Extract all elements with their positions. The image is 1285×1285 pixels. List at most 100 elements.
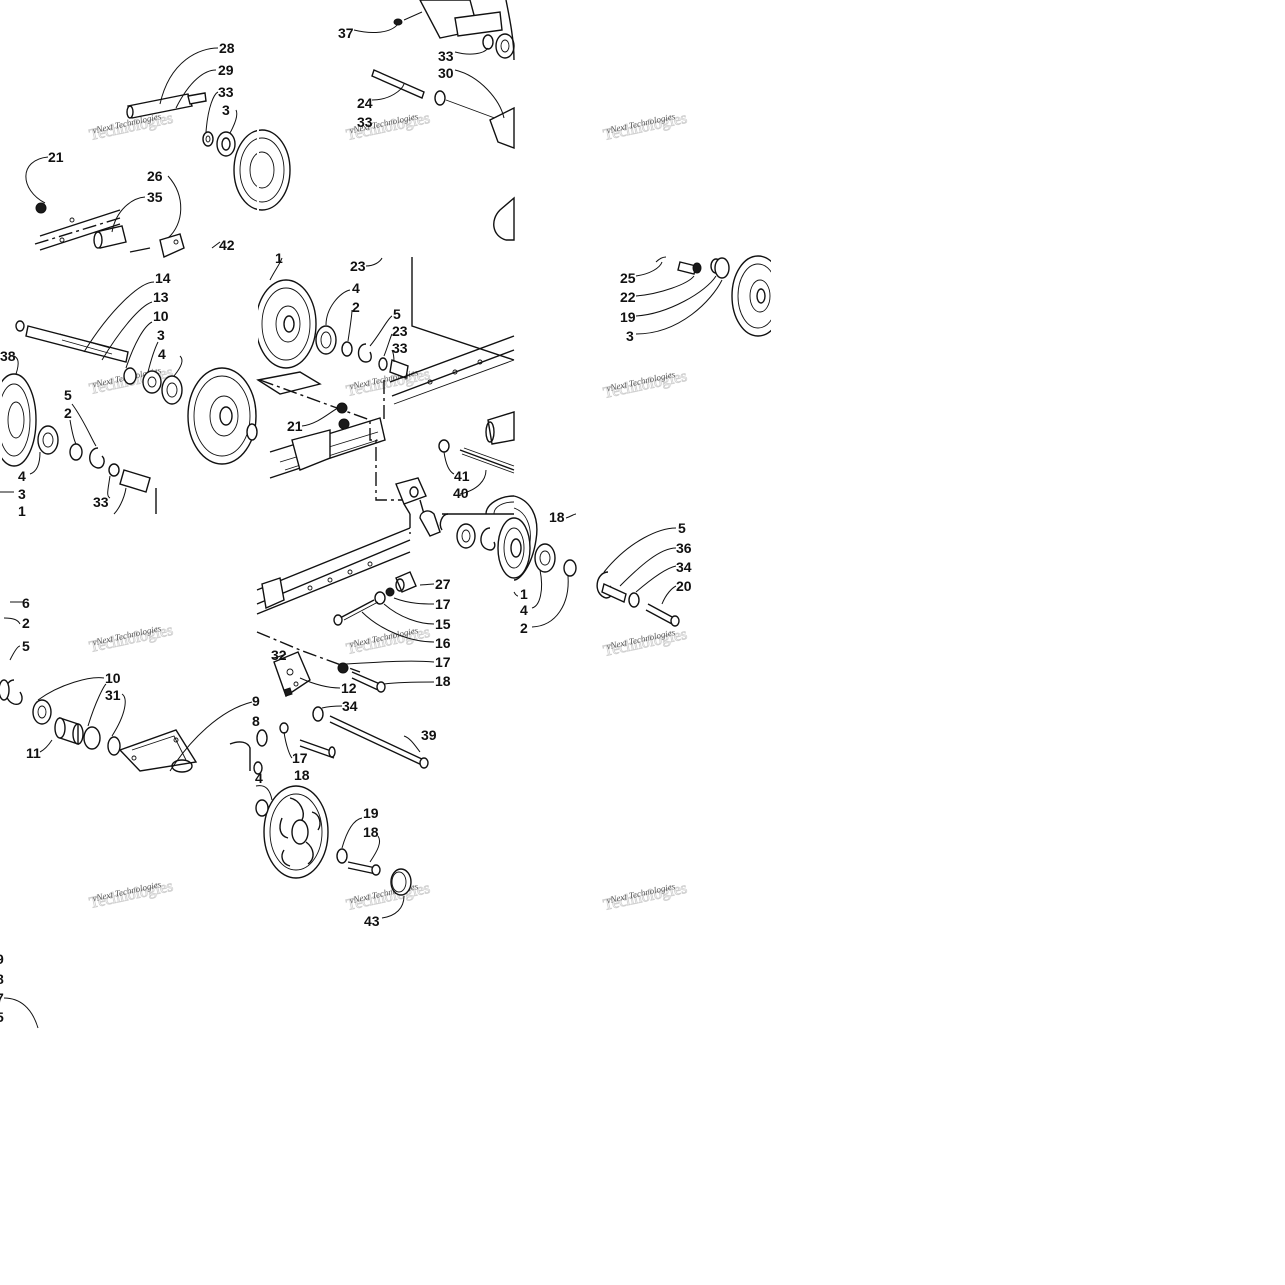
callout-3: 3 [18, 486, 26, 502]
spacer-23 [389, 359, 409, 379]
snap-ring-5 [89, 447, 105, 469]
callout-15: 15 [435, 616, 451, 632]
spacer [93, 225, 127, 249]
bracket [129, 233, 185, 258]
callout-35: 35 [147, 189, 163, 205]
callout-19: 19 [363, 805, 379, 821]
callout-18: 18 [435, 673, 451, 689]
bolt-18 [299, 739, 336, 759]
callout-29: 29 [218, 62, 234, 78]
callout-23: 23 [350, 258, 366, 274]
callout-18: 18 [294, 767, 310, 783]
callout-4: 4 [158, 346, 166, 362]
callout-7: 7 [0, 990, 4, 1006]
callout-27: 27 [435, 576, 451, 592]
bearing-3 [142, 370, 162, 394]
callout-40: 40 [453, 485, 469, 501]
callout-9: 9 [0, 951, 4, 967]
bearing-4 [37, 425, 59, 455]
nut-17 [337, 662, 349, 674]
mount-block [395, 477, 427, 515]
bearing-4 [534, 543, 556, 573]
frame-rail [256, 514, 411, 673]
callout-3: 3 [222, 102, 230, 118]
callout-5: 5 [678, 520, 686, 536]
callout-33: 33 [218, 84, 234, 100]
callout-13: 13 [153, 289, 169, 305]
callout-1: 1 [18, 503, 26, 519]
needle-bearing-11 [54, 717, 84, 745]
callout-4: 4 [520, 602, 528, 618]
tube-fragment [489, 0, 515, 241]
bearing-4 [161, 375, 183, 405]
callout-2: 2 [520, 620, 528, 636]
spacer-36 [601, 583, 627, 603]
tile-middle-left: 14 13 10 3 4 38 5 2 4 3 1 33 [0, 270, 258, 519]
washer-34 [312, 706, 324, 722]
bushing-19 [714, 257, 730, 279]
bolt-40 [459, 449, 515, 471]
snap-ring-5 [357, 343, 372, 363]
washer-33 [378, 357, 388, 371]
rail-fragment [34, 209, 121, 251]
callout-3: 3 [157, 327, 165, 343]
callout-8-partial: 8 [252, 713, 260, 729]
washer-33 [108, 463, 120, 477]
idler-wheel [731, 255, 801, 347]
callout-4: 4 [255, 770, 263, 786]
bolt-18 [351, 671, 386, 693]
tile-middle-middle: 1 23 4 2 5 23 33 21 41 40 [255, 250, 515, 515]
callout-17: 17 [435, 654, 451, 670]
callout-34: 34 [676, 559, 692, 575]
mount-bracket-12 [273, 651, 311, 698]
wheel-with-spokes [263, 785, 329, 879]
tile-bottom-middle: 4 19 18 43 [255, 770, 412, 929]
callout-34: 34 [342, 698, 358, 714]
callout-2: 2 [352, 299, 360, 315]
swing-arm-fragment [393, 0, 503, 39]
callout-21: 21 [287, 418, 303, 434]
callout-2: 2 [64, 405, 72, 421]
spacer-27 [395, 571, 417, 593]
axle-14 [15, 320, 129, 363]
callout-24: 24 [357, 95, 373, 111]
callout-4: 4 [18, 468, 26, 484]
washer-10 [123, 367, 137, 385]
callout-1: 1 [520, 586, 528, 602]
callout-1: 1 [275, 250, 283, 266]
callout-5: 5 [393, 306, 401, 322]
callout-16: 16 [435, 635, 451, 651]
washer-2 [341, 341, 353, 357]
callout-18: 18 [363, 824, 379, 840]
callout-33: 33 [93, 494, 109, 510]
callout-5: 5 [64, 387, 72, 403]
nut-21 [336, 402, 348, 414]
callout-17: 17 [435, 596, 451, 612]
washer-34 [628, 592, 640, 608]
washer-2 [69, 443, 83, 461]
callout-32: 32 [271, 647, 287, 663]
frame-rails [256, 257, 515, 501]
tile-top-middle: 37 33 30 24 33 [338, 0, 515, 241]
nut-17 [385, 587, 395, 597]
bearing [456, 523, 476, 549]
callout-10: 10 [105, 670, 121, 686]
washer-31 [107, 736, 121, 756]
callout-38: 38 [0, 348, 16, 364]
washer-15 [374, 591, 386, 605]
tile-bottom-left: 9 8 7 5 [0, 951, 39, 1029]
nut-21 [338, 418, 350, 430]
tile-top-left: 28 29 33 3 21 26 35 42 [25, 0, 291, 258]
washer-19 [336, 848, 348, 864]
washer-41 [438, 439, 450, 453]
callout-26: 26 [147, 168, 163, 184]
tile-center-middle: 27 17 15 16 32 17 12 18 34 39 17 18 [253, 514, 451, 783]
callout-6: 6 [22, 595, 30, 611]
callout-20: 20 [676, 578, 692, 594]
bearing-left [419, 510, 449, 537]
